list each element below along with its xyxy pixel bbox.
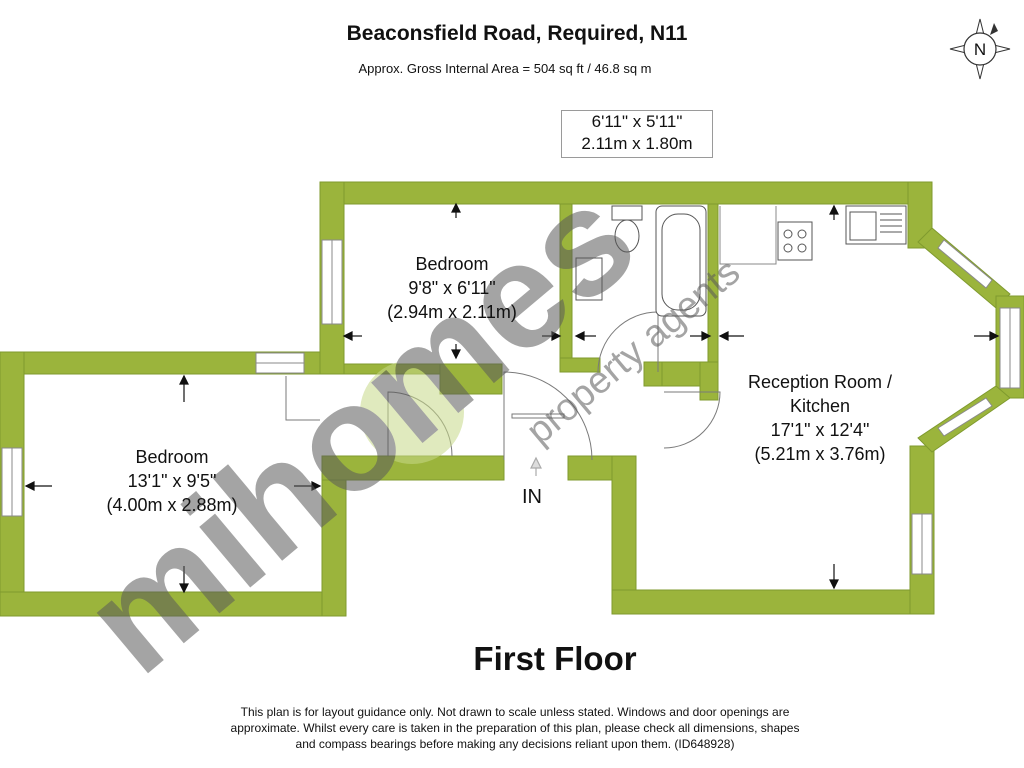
- basin: [575, 257, 603, 301]
- entrance-label: IN: [522, 486, 542, 508]
- watermark: mihomes property agents: [53, 153, 748, 705]
- room-name: Reception Room /: [747, 372, 893, 392]
- room-metric: (5.21m x 3.76m): [754, 444, 886, 464]
- fixtures: [575, 205, 907, 317]
- toilet-bowl: [614, 219, 640, 253]
- room-name-line2: Kitchen: [789, 396, 851, 416]
- hob: [777, 221, 813, 261]
- wall-segment: [699, 361, 719, 401]
- compass-letter: N: [974, 40, 986, 59]
- worktop: [719, 206, 777, 265]
- room-imperial: 9'8" x 6'11": [408, 278, 496, 298]
- room-imperial: 17'1" x 12'4": [770, 420, 870, 440]
- room-metric: (2.94m x 2.11m): [387, 302, 517, 322]
- room-imperial: 13'1" x 9'5": [127, 471, 217, 491]
- door-swing: [663, 391, 721, 449]
- page-title: Beaconsfield Road, Required, N11: [346, 22, 688, 45]
- wall-segment: [559, 357, 601, 373]
- room-name: Bedroom: [415, 254, 489, 274]
- room-metric: (4.00m x 2.88m): [106, 495, 238, 515]
- toilet-cistern: [611, 205, 643, 221]
- watermark-leaf: [360, 360, 464, 464]
- bathroom-imperial: 6'11" x 5'11": [591, 112, 683, 131]
- reception-label: Reception Room / Kitchen 17'1" x 12'4" (…: [712, 370, 928, 466]
- bedroom-top-label: Bedroom 9'8" x 6'11" (2.94m x 2.11m): [352, 252, 552, 324]
- door-swing: [597, 311, 659, 373]
- wall-segment: [0, 591, 347, 617]
- windows: [1, 239, 1021, 575]
- wall-segment: [319, 181, 933, 205]
- bathroom-dimensions-box: 6'11" x 5'11" 2.11m x 1.80m: [561, 110, 713, 158]
- compass-icon: N: [949, 18, 1011, 80]
- door-swing: [503, 371, 593, 461]
- wall-segment: [611, 589, 935, 615]
- disclaimer: This plan is for layout guidance only. N…: [230, 705, 800, 751]
- bathroom-metric: 2.11m x 1.80m: [581, 134, 693, 153]
- bedroom-left-label: Bedroom 13'1" x 9'5" (4.00m x 2.88m): [72, 445, 272, 517]
- wall-segment: [611, 455, 637, 615]
- window: [937, 397, 993, 437]
- front-door-frame: [511, 413, 565, 419]
- door-swing: [285, 376, 320, 421]
- room-name: Bedroom: [135, 447, 209, 467]
- floor-label: First Floor: [473, 640, 637, 677]
- dimension-arrows: [24, 202, 1000, 594]
- window: [937, 239, 993, 289]
- gross-area: Approx. Gross Internal Area = 504 sq ft …: [358, 61, 652, 76]
